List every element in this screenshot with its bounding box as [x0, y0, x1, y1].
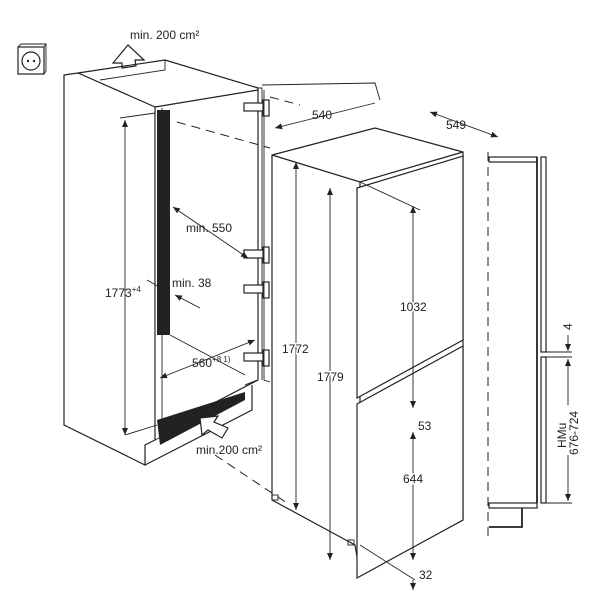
niche-height-label: 1773+4: [105, 285, 141, 300]
power-socket-icon: [17, 43, 47, 75]
airflow-arrow-in-icon: [199, 415, 229, 439]
hinge-icon: [243, 99, 270, 367]
vent-top-label: min. 200 cm²: [130, 28, 199, 42]
dimension-lines: [119, 102, 499, 590]
seal-strip: [157, 110, 170, 335]
lower-door-label: 644: [403, 472, 423, 486]
cabinet: [63, 59, 263, 466]
width-label: 540: [312, 108, 332, 122]
hmu-label: HMu: [555, 423, 569, 448]
hmu-range-label: 676-724: [567, 411, 581, 455]
depth-min-label: min. 550: [186, 221, 232, 235]
gap-min-label: min. 38: [172, 276, 212, 290]
section-view: [487, 152, 572, 540]
upper-door-label: 1032: [400, 300, 427, 314]
appliance-height-label: 1772: [282, 342, 309, 356]
niche-width-label: 560+8 1): [192, 355, 231, 370]
vent-bottom-label: min.200 cm²: [196, 443, 262, 457]
airflow-arrow-up-icon: [111, 44, 146, 69]
panel-gap-label: 4: [561, 323, 575, 330]
total-height-label: 1779: [317, 370, 344, 384]
bottom-gap-label: 32: [419, 568, 433, 582]
door-gap-label: 53: [418, 419, 432, 433]
depth-label: 549: [446, 118, 466, 132]
